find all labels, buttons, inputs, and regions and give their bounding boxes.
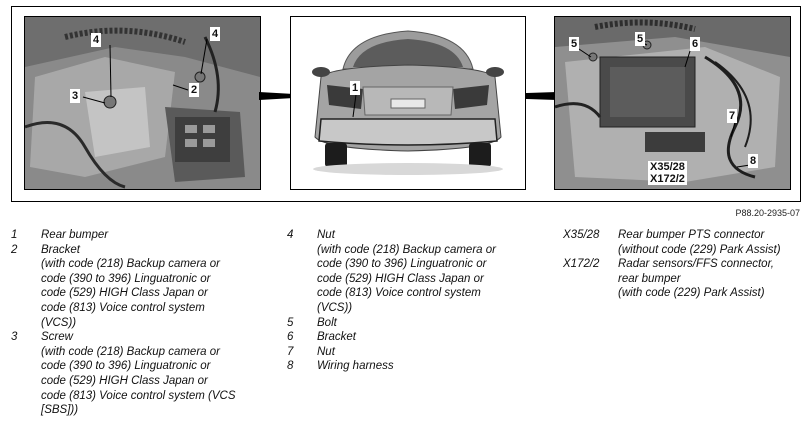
legend-number: X35/28 (563, 229, 600, 241)
callout-4b: 4 (210, 27, 221, 41)
legend-text: Rear bumper (41, 229, 109, 241)
legend-number: 1 (11, 229, 18, 241)
legend-item: 3 Screw (with code (218) Backup camera o… (11, 330, 273, 418)
callout-8: 8 (748, 154, 759, 168)
callout-5a: 5 (569, 37, 580, 51)
legend-text: Radar sensors/FFS connector, rear bumper… (618, 258, 774, 300)
legend-text: Nut (with code (218) Backup camera or co… (317, 229, 496, 314)
legend-column-1: 1 Rear bumper 2 Bracket (with code (218)… (11, 228, 273, 418)
legend-number: X172/2 (563, 258, 600, 271)
legend-item: X35/28 Rear bumper PTS connector (withou… (563, 228, 808, 257)
legend-text: Bracket (317, 331, 356, 344)
callout-4a: 4 (91, 33, 102, 47)
legend-number: 7 (287, 345, 294, 358)
legend-item: X172/2 Radar sensors/FFS connector, rear… (563, 257, 808, 301)
legend-item: 1 Rear bumper (11, 228, 273, 243)
photo-bumper-interior-left: 4 4 3 2 (24, 16, 261, 190)
legend-item: 8 Wiring harness (287, 359, 549, 374)
reference-code: P88.20-2935-07 (735, 208, 800, 218)
connector-label-x172-2: X172/2 (648, 173, 687, 185)
photo-left-illustration (25, 17, 260, 189)
callout-2: 2 (189, 83, 200, 97)
callout-6: 6 (690, 37, 701, 51)
legend-text: Nut (317, 345, 335, 358)
legend-text: Wiring harness (317, 360, 394, 373)
connector-label-x35-28: X35/28 (648, 161, 687, 173)
photo-bumper-interior-right: 5 5 6 7 8 X35/28 X172/2 (554, 16, 791, 190)
car-rear-illustration (291, 17, 525, 189)
legend-number: 4 (287, 229, 294, 241)
legend-item: 2 Bracket (with code (218) Backup camera… (11, 243, 273, 331)
legend-number: 2 (11, 243, 18, 256)
callout-3: 3 (70, 89, 81, 103)
photo-car-rear-center: 1 (290, 16, 526, 190)
legend-item: 5 Bolt (287, 316, 549, 331)
legend-text: Rear bumper PTS connector (without code … (618, 229, 781, 256)
callout-1: 1 (350, 81, 361, 95)
legend-text: Bolt (317, 316, 337, 329)
legend-number: 6 (287, 331, 294, 344)
legend-column-3: X35/28 Rear bumper PTS connector (withou… (563, 228, 808, 301)
legend-item: 7 Nut (287, 345, 549, 360)
legend-item: 4 Nut (with code (218) Backup camera or … (287, 228, 549, 316)
link-arrow-left (259, 92, 294, 100)
legend-number: 8 (287, 360, 294, 373)
legend-number: 3 (11, 331, 18, 344)
legend-column-2: 4 Nut (with code (218) Backup camera or … (287, 228, 549, 374)
legend-number: 5 (287, 316, 294, 329)
legend-text: Bracket (with code (218) Backup camera o… (41, 243, 220, 329)
callout-7: 7 (727, 109, 738, 123)
photo-right-illustration (555, 17, 790, 189)
legend-item: 6 Bracket (287, 330, 549, 345)
legend-text: Screw (with code (218) Backup camera or … (41, 331, 236, 417)
callout-5b: 5 (635, 32, 646, 46)
